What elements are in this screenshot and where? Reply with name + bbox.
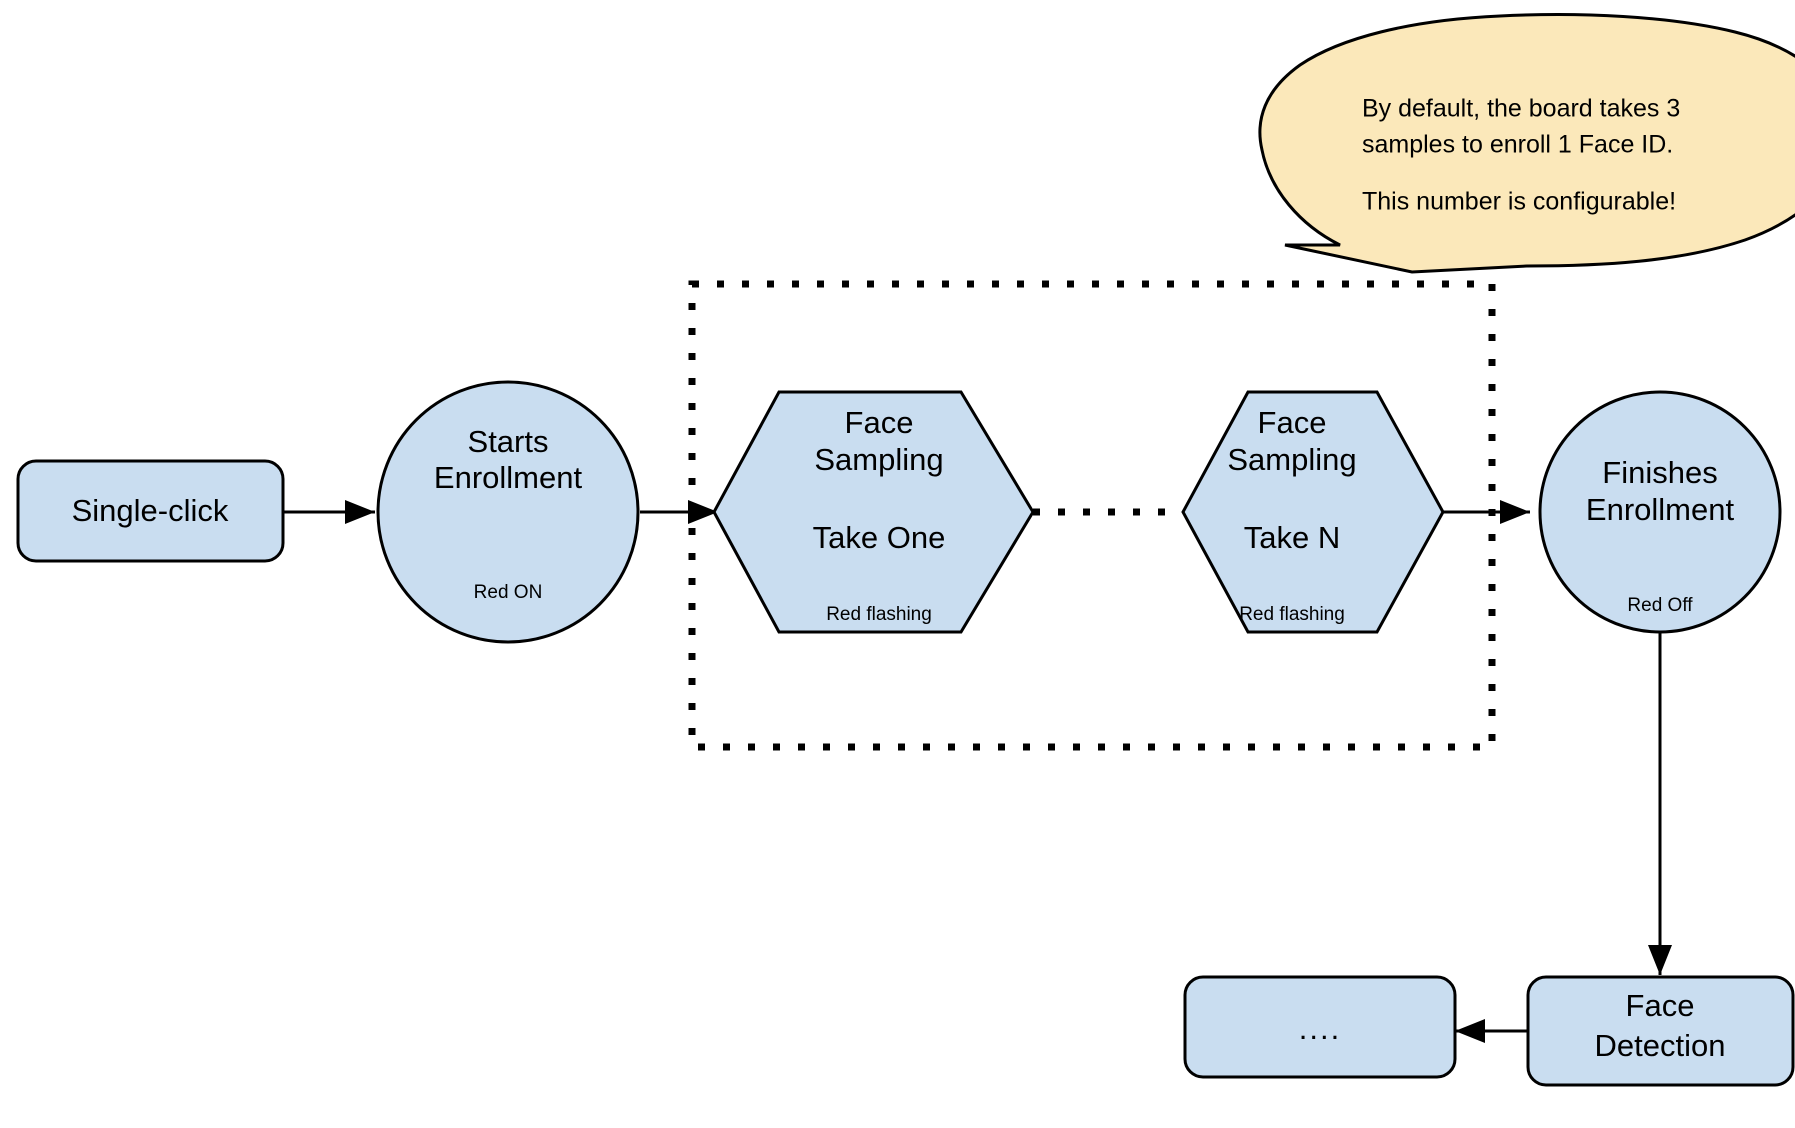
face-sampling-n-label-line1: Face xyxy=(1258,405,1327,440)
starts-enrollment-label-line1: Starts xyxy=(468,424,549,459)
single-click-label: Single-click xyxy=(72,493,229,528)
face-sampling-one-take: Take One xyxy=(813,520,946,555)
callout-line1: By default, the board takes 3 xyxy=(1362,95,1680,123)
finishes-enrollment-status: Red Off xyxy=(1627,595,1693,616)
face-sampling-n-status: Red flashing xyxy=(1239,604,1345,625)
starts-enrollment-shape[interactable] xyxy=(376,380,640,644)
face-sampling-one-status: Red flashing xyxy=(826,604,932,625)
face-sampling-n-take: Take N xyxy=(1244,520,1340,555)
finishes-enrollment-label-line2: Enrollment xyxy=(1586,492,1735,527)
node-face-detection[interactable]: Face Detection xyxy=(1526,975,1795,1087)
node-face-sampling-take-one[interactable]: Face Sampling Take One Red flashing xyxy=(712,390,1035,634)
face-sampling-n-shape[interactable] xyxy=(1181,390,1445,634)
node-starts-enrollment[interactable]: Starts Enrollment Red ON xyxy=(376,380,640,644)
node-finishes-enrollment[interactable]: Finishes Enrollment Red Off xyxy=(1538,390,1782,634)
node-continuation[interactable]: .... xyxy=(1183,975,1457,1079)
node-single-click[interactable]: Single-click xyxy=(16,459,285,563)
face-sampling-one-label-line2: Sampling xyxy=(814,442,943,477)
face-sampling-n-label-line2: Sampling xyxy=(1227,442,1356,477)
face-sampling-one-label-line1: Face xyxy=(845,405,914,440)
finishes-enrollment-shape[interactable] xyxy=(1538,390,1782,634)
callout-line2: samples to enroll 1 Face ID. xyxy=(1362,131,1673,159)
single-click-shape[interactable] xyxy=(16,459,285,563)
callout-note: By default, the board takes 3 samples to… xyxy=(1258,13,1795,274)
callout-line3: This number is configurable! xyxy=(1362,188,1676,216)
finishes-enrollment-label-line1: Finishes xyxy=(1602,455,1717,490)
starts-enrollment-status: Red ON xyxy=(474,582,543,603)
face-detection-shape[interactable] xyxy=(1526,975,1795,1087)
node-face-sampling-take-n[interactable]: Face Sampling Take N Red flashing xyxy=(1181,390,1445,634)
starts-enrollment-label-line2: Enrollment xyxy=(434,460,583,495)
face-sampling-one-shape[interactable] xyxy=(712,390,1035,634)
continuation-shape[interactable] xyxy=(1183,975,1457,1079)
sampling-group-box xyxy=(688,280,1496,751)
continuation-label: .... xyxy=(1299,1011,1341,1046)
callout-shape xyxy=(1258,13,1795,274)
face-detection-label-line2: Detection xyxy=(1595,1028,1726,1063)
face-detection-label-line1: Face xyxy=(1626,988,1695,1023)
